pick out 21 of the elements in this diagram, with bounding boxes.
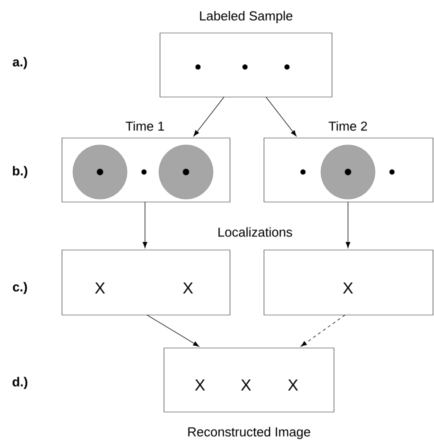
row-label: c.) [12, 282, 27, 294]
heading: Labeled Sample [200, 10, 292, 24]
row-label: d.) [12, 376, 28, 390]
arrow [266, 96, 296, 136]
localization-mark: X [288, 380, 298, 390]
heading: Time 2 [328, 121, 367, 131]
localization-mark: X [343, 282, 353, 294]
localization-mark: X [241, 380, 251, 390]
stage-label: Localizations [218, 227, 292, 237]
localization-mark: X [195, 380, 205, 390]
arrow [346, 202, 350, 248]
arrow [300, 314, 346, 347]
row-label: b.) [12, 166, 28, 178]
localization-mark: X [95, 282, 105, 294]
arrow [146, 314, 200, 347]
heading: Reconstructed Image [188, 426, 310, 440]
arrow [142, 202, 148, 248]
row-label: a.) [12, 56, 27, 70]
localization-mark: X [183, 282, 193, 294]
heading: Time 1 [126, 121, 164, 131]
arrow [193, 96, 224, 136]
